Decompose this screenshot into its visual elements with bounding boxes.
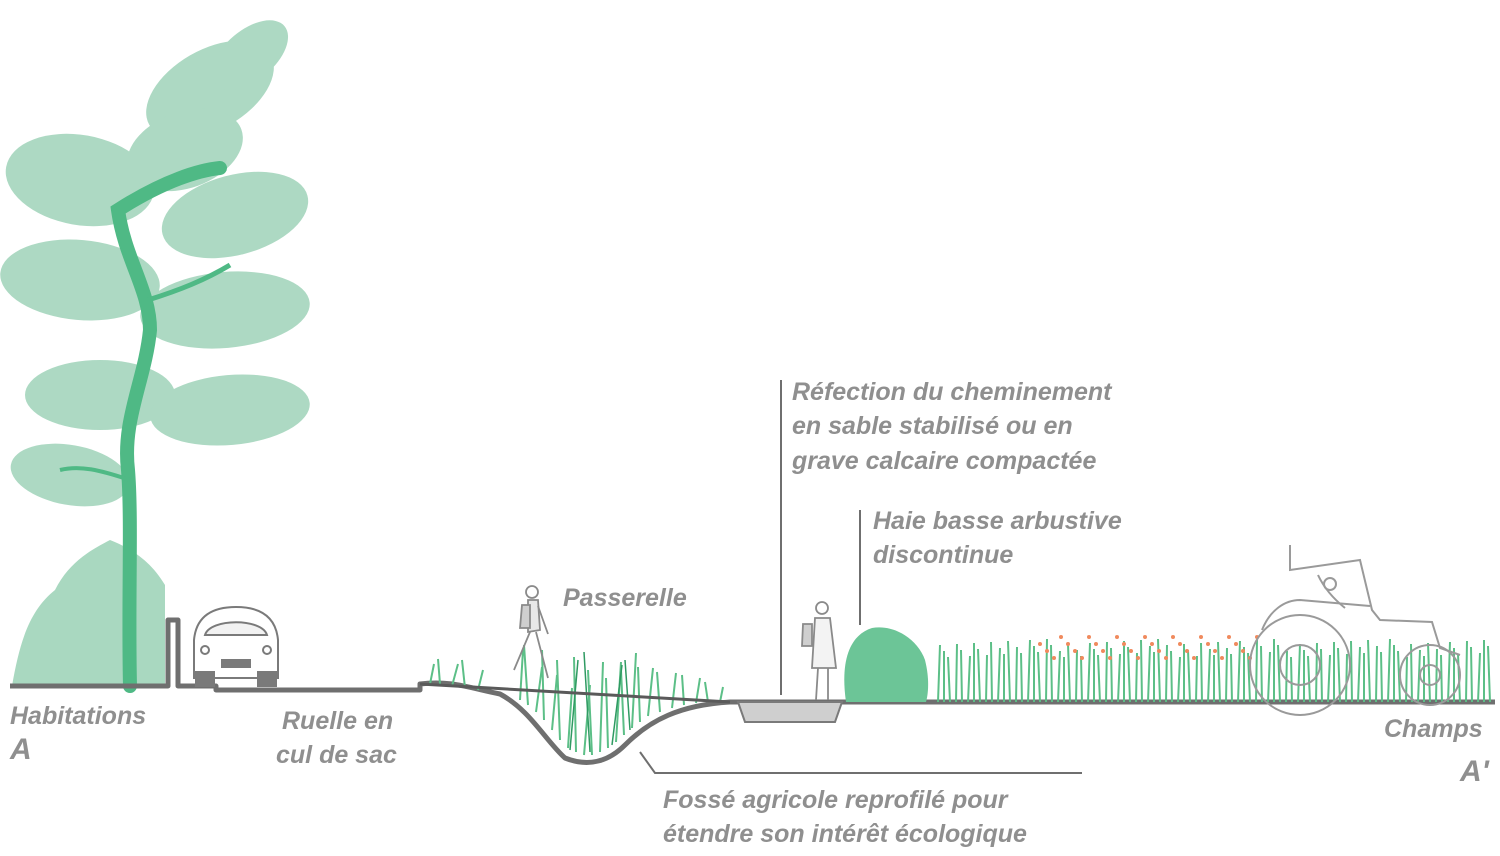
- standing-person-icon: [801, 601, 838, 701]
- label-haie-2: discontinue: [873, 541, 1014, 569]
- leader-lines: [639, 380, 1082, 774]
- flower-dot: [1143, 635, 1147, 639]
- label-refection-3: grave calcaire compactée: [792, 447, 1097, 475]
- flower-dot: [1038, 642, 1042, 646]
- footbridge: [419, 682, 731, 704]
- flower-dot: [1234, 642, 1238, 646]
- flower-dot: [1129, 649, 1133, 653]
- flower-dot: [1073, 649, 1077, 653]
- hedge-icon: [844, 627, 929, 702]
- label-refection-1: Réfection du cheminement: [792, 378, 1112, 406]
- flower-dot: [1122, 642, 1126, 646]
- flower-dot: [1059, 635, 1063, 639]
- flower-dot: [1094, 642, 1098, 646]
- flower-dot: [1157, 649, 1161, 653]
- ditch-grass-dark: [569, 651, 631, 753]
- label-haie-1: Haie basse arbustive: [873, 507, 1122, 535]
- flower-dot: [1241, 649, 1245, 653]
- flower-dot: [1213, 649, 1217, 653]
- label-habitations: Habitations: [10, 702, 147, 730]
- flower-dot: [1164, 656, 1168, 660]
- flower-dot: [1087, 635, 1091, 639]
- flower-dot: [1066, 642, 1070, 646]
- label-point-a-prime: A': [1460, 755, 1489, 788]
- flower-dot: [1220, 656, 1224, 660]
- tractor-icon: [1249, 545, 1461, 716]
- flower-dot: [1045, 649, 1049, 653]
- flower-dot: [1206, 642, 1210, 646]
- flower-dot: [1101, 649, 1105, 653]
- label-fosse-1: Fossé agricole reprofilé pour: [663, 786, 1008, 814]
- tree-icon: [0, 20, 310, 693]
- label-fosse-2: étendre son intérêt écologique: [663, 820, 1027, 848]
- walking-person-icon: [513, 585, 549, 679]
- ditch-grass: [429, 644, 724, 756]
- flower-dot: [1185, 649, 1189, 653]
- label-champs: Champs: [1384, 715, 1483, 743]
- flower-dot: [1192, 656, 1196, 660]
- label-ruelle-1: Ruelle en: [282, 707, 394, 735]
- label-refection-2: en sable stabilisé ou en: [792, 412, 1073, 440]
- flower-dot: [1136, 656, 1140, 660]
- label-point-a: A: [10, 733, 32, 766]
- flower-dot: [1199, 635, 1203, 639]
- field-flowers: [1038, 635, 1259, 660]
- flower-dot: [1115, 635, 1119, 639]
- car-icon: [193, 605, 279, 687]
- flower-dot: [1150, 642, 1154, 646]
- flower-dot: [1178, 642, 1182, 646]
- label-passerelle: Passerelle: [563, 584, 687, 612]
- flower-dot: [1227, 635, 1231, 639]
- flower-dot: [1171, 635, 1175, 639]
- flower-dot: [1080, 656, 1084, 660]
- field-crop: [937, 638, 1491, 703]
- sand-path: [736, 701, 844, 723]
- label-ruelle-2: cul de sac: [276, 741, 397, 769]
- flower-dot: [1108, 656, 1112, 660]
- flower-dot: [1052, 656, 1056, 660]
- shrub-left: [12, 540, 165, 686]
